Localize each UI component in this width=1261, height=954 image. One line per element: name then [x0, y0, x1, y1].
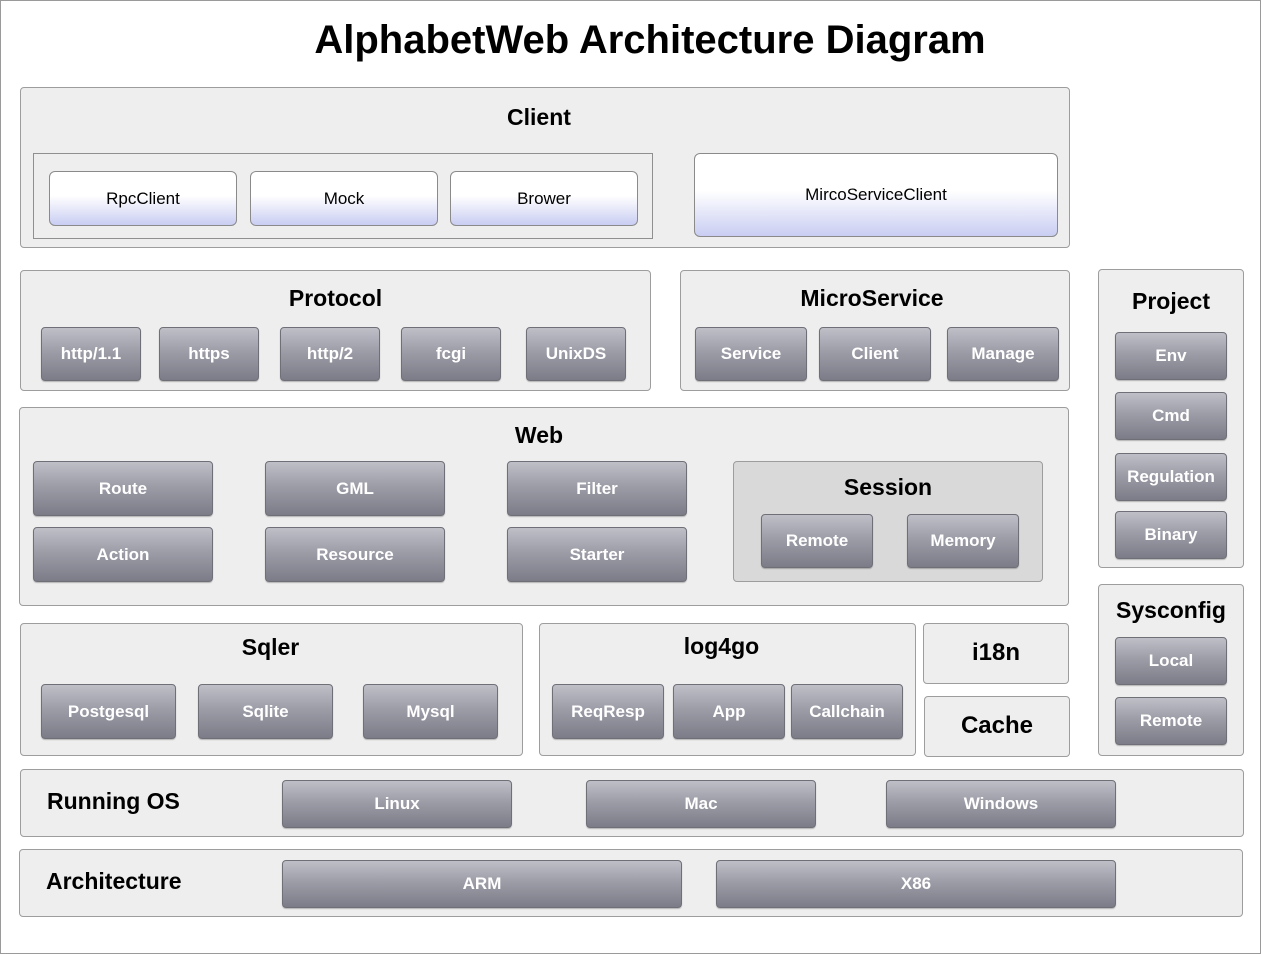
- session-remote-box: Remote: [761, 514, 873, 568]
- callchain-box: Callchain: [791, 684, 903, 739]
- https-box: https: [159, 327, 259, 381]
- protocol-title: Protocol: [288, 285, 383, 311]
- sqler-panel: Sqler Postgesql Sqlite Mysql: [20, 623, 523, 756]
- fcgi-box: fcgi: [401, 327, 501, 381]
- cmd-box: Cmd: [1115, 392, 1227, 440]
- running-os-title: Running OS: [47, 788, 180, 814]
- manage-box: Manage: [947, 327, 1059, 381]
- client-panel: Client RpcClient Mock Brower MircoServic…: [20, 87, 1070, 248]
- microservice-panel: MicroService Service Client Manage: [680, 270, 1070, 391]
- x86-box: X86: [716, 860, 1116, 908]
- gml-box: GML: [265, 461, 445, 516]
- client-group: [33, 153, 653, 239]
- diagram-title: AlphabetWeb Architecture Diagram: [314, 18, 986, 62]
- log4go-title: log4go: [683, 633, 760, 659]
- session-panel: Session Remote Memory: [733, 461, 1043, 582]
- i18n-title: i18n: [971, 639, 1021, 666]
- sysconfig-panel: Sysconfig Local Remote: [1098, 584, 1244, 756]
- i18n-panel: i18n: [923, 623, 1069, 684]
- architecture-title: Architecture: [46, 868, 182, 894]
- resource-box: Resource: [265, 527, 445, 582]
- rpcclient-box: RpcClient: [49, 171, 237, 226]
- arm-box: ARM: [282, 860, 682, 908]
- filter-box: Filter: [507, 461, 687, 516]
- linux-box: Linux: [282, 780, 512, 828]
- binary-box: Binary: [1115, 511, 1227, 559]
- web-title: Web: [514, 422, 564, 448]
- project-panel: Project Env Cmd Regulation Binary: [1098, 269, 1244, 568]
- starter-box: Starter: [507, 527, 687, 582]
- postgesql-box: Postgesql: [41, 684, 176, 739]
- session-memory-box: Memory: [907, 514, 1019, 568]
- mac-box: Mac: [586, 780, 816, 828]
- sysconfig-local-box: Local: [1115, 637, 1227, 685]
- mysql-box: Mysql: [363, 684, 498, 739]
- sqler-title: Sqler: [241, 634, 300, 660]
- cache-title: Cache: [960, 712, 1034, 739]
- project-title: Project: [1132, 288, 1210, 314]
- reqresp-box: ReqResp: [552, 684, 664, 739]
- sysconfig-remote-box: Remote: [1115, 697, 1227, 745]
- env-box: Env: [1115, 332, 1227, 380]
- web-panel: Web Route GML Filter Action Resource Sta…: [19, 407, 1069, 606]
- http11-box: http/1.1: [41, 327, 141, 381]
- running-os-panel: Running OS Linux Mac Windows: [20, 769, 1244, 837]
- mock-box: Mock: [250, 171, 438, 226]
- brower-box: Brower: [450, 171, 638, 226]
- log4go-panel: log4go ReqResp App Callchain: [539, 623, 916, 756]
- sqlite-box: Sqlite: [198, 684, 333, 739]
- protocol-panel: Protocol http/1.1 https http/2 fcgi Unix…: [20, 270, 651, 391]
- microserviceclient-box: MircoServiceClient: [694, 153, 1058, 237]
- http2-box: http/2: [280, 327, 380, 381]
- app-box: App: [673, 684, 785, 739]
- regulation-box: Regulation: [1115, 453, 1227, 501]
- client-title: Client: [507, 104, 571, 130]
- sysconfig-title: Sysconfig: [1116, 597, 1226, 623]
- route-box: Route: [33, 461, 213, 516]
- service-box: Service: [695, 327, 807, 381]
- unixds-box: UnixDS: [526, 327, 626, 381]
- session-title: Session: [843, 474, 933, 500]
- microservice-title: MicroService: [800, 285, 944, 311]
- cache-panel: Cache: [924, 696, 1070, 757]
- windows-box: Windows: [886, 780, 1116, 828]
- client-box: Client: [819, 327, 931, 381]
- action-box: Action: [33, 527, 213, 582]
- architecture-panel: Architecture ARM X86: [19, 849, 1243, 917]
